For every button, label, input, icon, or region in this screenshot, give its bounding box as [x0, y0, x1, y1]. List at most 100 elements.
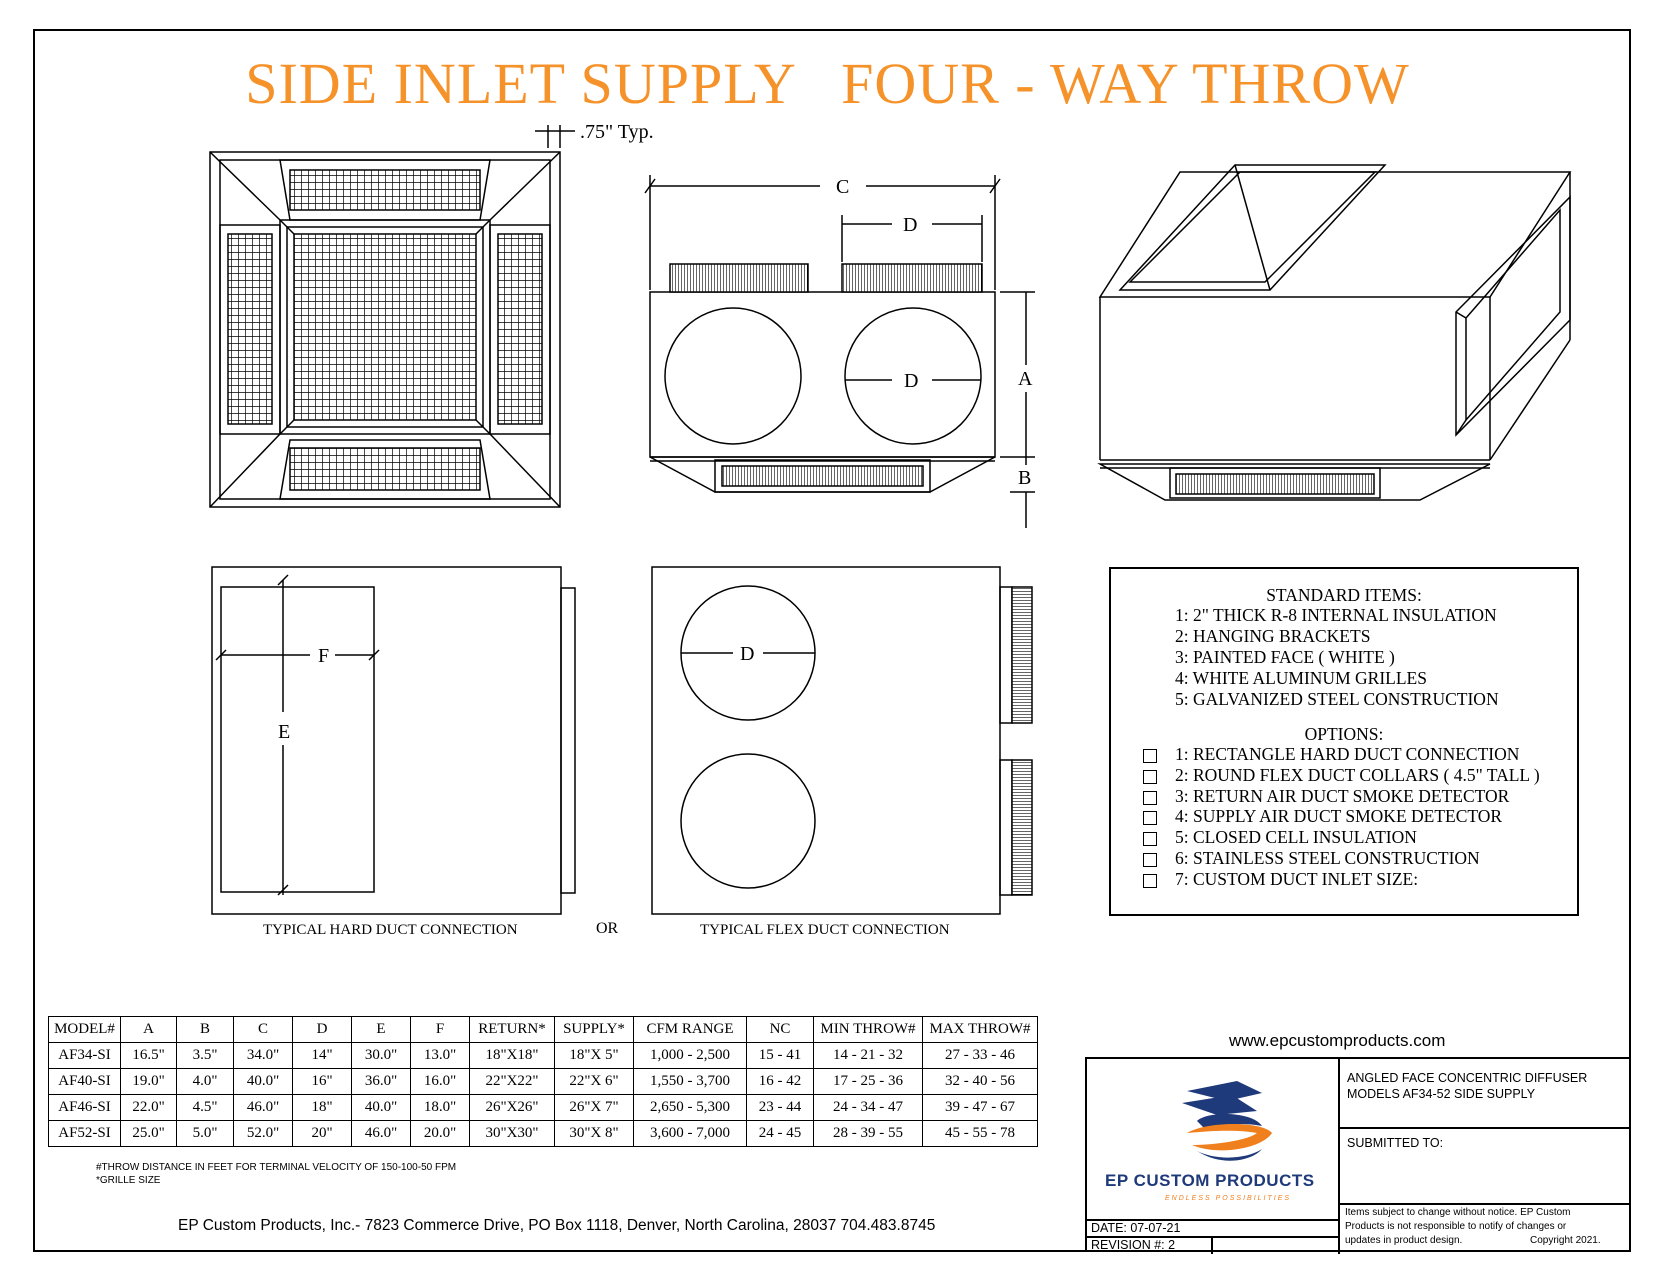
throw-note: #THROW DISTANCE IN FEET FOR TERMINAL VEL… — [96, 1162, 457, 1173]
option-checkbox[interactable] — [1143, 791, 1157, 805]
table-cell: 22"X 6" — [554, 1068, 634, 1095]
website-link[interactable]: www.epcustomproducts.com — [1229, 1031, 1446, 1050]
table-cell: 39 - 47 - 67 — [922, 1094, 1038, 1121]
table-header-cell: A — [120, 1016, 177, 1043]
option-checkbox[interactable] — [1143, 811, 1157, 825]
table-cell: 16" — [292, 1068, 352, 1095]
option-checkbox[interactable] — [1143, 874, 1157, 888]
table-row: AF52-SI 25.0" 5.0" 52.0" 20" 46.0" 20.0"… — [48, 1120, 1038, 1147]
table-header-cell: C — [233, 1016, 293, 1043]
or-caption: OR — [596, 920, 619, 937]
table-cell: 16.0" — [410, 1068, 470, 1095]
plan-view — [209, 125, 575, 508]
date-label: DATE: 07-07-21 — [1091, 1221, 1181, 1235]
submitted-to-label: SUBMITTED TO: — [1347, 1136, 1444, 1150]
table-cell: 15 - 41 — [746, 1042, 814, 1069]
table-row: AF40-SI 19.0" 4.0" 40.0" 16" 36.0" 16.0"… — [48, 1068, 1038, 1095]
options-heading: OPTIONS: — [1304, 724, 1384, 744]
option-item: 1: RECTANGLE HARD DUCT CONNECTION — [1175, 744, 1520, 764]
table-cell: 24 - 34 - 47 — [813, 1094, 923, 1121]
typ-dim-label: .75" Typ. — [580, 121, 654, 143]
table-cell: 46.0" — [351, 1120, 411, 1147]
table-cell: 16.5" — [120, 1042, 177, 1069]
table-cell: AF46-SI — [48, 1094, 121, 1121]
flex-duct-caption: TYPICAL FLEX DUCT CONNECTION — [700, 922, 950, 938]
option-checkbox[interactable] — [1143, 853, 1157, 867]
table-header-row: MODEL# A B C D E F RETURN* SUPPLY* CFM R… — [48, 1016, 1038, 1043]
standard-item: 4: WHITE ALUMINUM GRILLES — [1175, 668, 1427, 688]
table-cell: 4.0" — [176, 1068, 234, 1095]
table-cell: 22.0" — [120, 1094, 177, 1121]
option-checkbox[interactable] — [1143, 832, 1157, 846]
table-row: AF34-SI 16.5" 3.5" 34.0" 14" 30.0" 13.0"… — [48, 1042, 1038, 1069]
table-header-cell: MAX THROW# — [922, 1016, 1038, 1043]
brand-tagline: ENDLESS POSSIBILITIES — [1165, 1195, 1292, 1202]
table-cell: 2,650 - 5,300 — [633, 1094, 747, 1121]
drawing-description-1: ANGLED FACE CONCENTRIC DIFFUSER — [1347, 1071, 1588, 1085]
table-cell: 40.0" — [233, 1068, 293, 1095]
flex-duct-view — [651, 566, 1033, 915]
dim-d-flex-label: D — [740, 643, 754, 665]
table-cell: 26"X 7" — [554, 1094, 634, 1121]
table-cell: 1,550 - 3,700 — [633, 1068, 747, 1095]
table-header-cell: MODEL# — [48, 1016, 121, 1043]
standard-item: 5: GALVANIZED STEEL CONSTRUCTION — [1175, 689, 1499, 709]
table-cell: 16 - 42 — [746, 1068, 814, 1095]
brand-name: EP CUSTOM PRODUCTS — [1105, 1171, 1315, 1190]
option-item: 2: ROUND FLEX DUCT COLLARS ( 4.5" TALL ) — [1175, 765, 1540, 785]
table-cell: 30"X30" — [469, 1120, 555, 1147]
table-cell: 4.5" — [176, 1094, 234, 1121]
table-cell: 19.0" — [120, 1068, 177, 1095]
isometric-view — [1097, 164, 1572, 501]
standard-item: 2: HANGING BRACKETS — [1175, 626, 1371, 646]
grille-note: *GRILLE SIZE — [96, 1175, 161, 1186]
table-header-cell: E — [351, 1016, 411, 1043]
table-cell: 22"X22" — [469, 1068, 555, 1095]
option-item: 5: CLOSED CELL INSULATION — [1175, 827, 1417, 847]
option-item: 7: CUSTOM DUCT INLET SIZE: — [1175, 869, 1419, 889]
table-cell: 27 - 33 - 46 — [922, 1042, 1038, 1069]
table-cell: 23 - 44 — [746, 1094, 814, 1121]
table-cell: 30.0" — [351, 1042, 411, 1069]
table-cell: 3,600 - 7,000 — [633, 1120, 747, 1147]
ep-logo-icon — [1182, 1081, 1272, 1161]
option-item: 3: RETURN AIR DUCT SMOKE DETECTOR — [1175, 786, 1510, 806]
table-header-cell: MIN THROW# — [813, 1016, 923, 1043]
table-cell: 18"X 5" — [554, 1042, 634, 1069]
table-cell: 20" — [292, 1120, 352, 1147]
table-header-cell: NC — [746, 1016, 814, 1043]
disclaimer-line-3: updates in product design. — [1345, 1235, 1463, 1246]
dim-c-label: C — [836, 176, 849, 198]
table-cell: 18" — [292, 1094, 352, 1121]
disclaimer-line-1: Items subject to change without notice. … — [1345, 1207, 1571, 1218]
table-header-cell: B — [176, 1016, 234, 1043]
dim-d-top-label: D — [903, 214, 917, 236]
table-cell: 13.0" — [410, 1042, 470, 1069]
table-cell: AF40-SI — [48, 1068, 121, 1095]
standard-items-box: STANDARD ITEMS: 1: 2" THICK R-8 INTERNAL… — [1109, 567, 1579, 916]
drawing-description-2: MODELS AF34-52 SIDE SUPPLY — [1347, 1087, 1536, 1101]
dim-a-label: A — [1018, 368, 1033, 390]
table-cell: 14" — [292, 1042, 352, 1069]
standard-item: 3: PAINTED FACE ( WHITE ) — [1175, 647, 1395, 667]
table-cell: 52.0" — [233, 1120, 293, 1147]
dim-b-label: B — [1018, 467, 1031, 489]
hard-duct-view — [211, 566, 576, 915]
option-checkbox[interactable] — [1143, 749, 1157, 763]
table-cell: 28 - 39 - 55 — [813, 1120, 923, 1147]
table-cell: 14 - 21 - 32 — [813, 1042, 923, 1069]
table-cell: 26"X26" — [469, 1094, 555, 1121]
option-checkbox[interactable] — [1143, 770, 1157, 784]
title-block: ANGLED FACE CONCENTRIC DIFFUSER MODELS A… — [1085, 1057, 1631, 1254]
drawing-sheet-border — [33, 29, 1631, 1252]
disclaimer-line-2: Products is not responsible to notify of… — [1345, 1221, 1567, 1232]
model-spec-table: MODEL# A B C D E F RETURN* SUPPLY* CFM R… — [48, 1016, 1038, 1147]
page-title: SIDE INLET SUPPLY FOUR - WAY THROW — [245, 51, 1410, 116]
table-cell: 30"X 8" — [554, 1120, 634, 1147]
table-cell: 5.0" — [176, 1120, 234, 1147]
table-cell: AF34-SI — [48, 1042, 121, 1069]
dim-f-label: F — [318, 645, 329, 667]
table-header-cell: RETURN* — [469, 1016, 555, 1043]
company-address: EP Custom Products, Inc.- 7823 Commerce … — [178, 1217, 936, 1234]
